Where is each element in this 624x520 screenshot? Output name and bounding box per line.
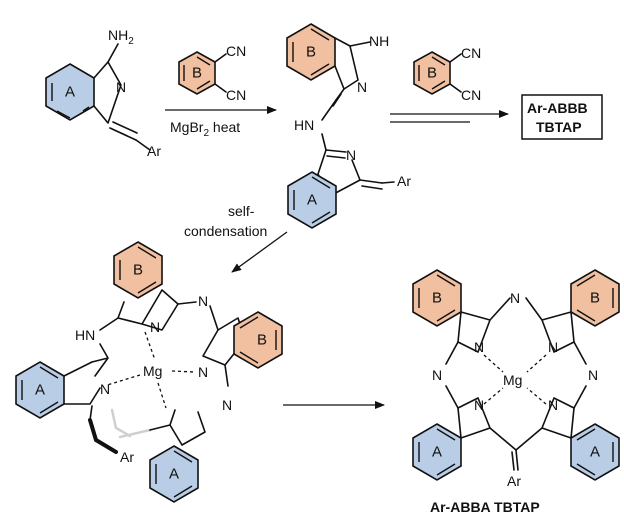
nh2-label: NH2 bbox=[108, 27, 134, 47]
reagent-condition: MgBr2 heat bbox=[170, 119, 240, 139]
n-label: N bbox=[222, 397, 232, 413]
n-label: N bbox=[346, 147, 356, 163]
self-condensation-arrow bbox=[231, 231, 288, 273]
mg-complex-intermediate: B HN N N B N N Mg A N Ar A bbox=[15, 241, 283, 503]
ring-b-label: B bbox=[306, 44, 316, 61]
nh-label: NH bbox=[369, 33, 389, 49]
ring-b-label: B bbox=[133, 262, 143, 279]
ring-a-hexagon bbox=[287, 171, 337, 229]
self-condensation-line2: condensation bbox=[184, 223, 267, 239]
n-label: N bbox=[116, 79, 126, 95]
cn-label: CN bbox=[226, 87, 246, 103]
product-abba-caption: Ar-ABBA TBTAP bbox=[430, 499, 540, 515]
intermediate-dimer: B NH N HN A N Ar bbox=[286, 23, 411, 229]
n-label: N bbox=[357, 79, 367, 95]
self-condensation-line1: self- bbox=[228, 203, 255, 219]
n-label: N bbox=[100, 381, 110, 397]
n-label: N bbox=[198, 364, 208, 380]
n-label: N bbox=[432, 367, 442, 383]
ring-a-label: A bbox=[590, 444, 600, 461]
ring-a-label: A bbox=[169, 466, 179, 483]
hn-label: HN bbox=[75, 327, 95, 343]
mg-label: Mg bbox=[503, 372, 522, 388]
n-label: N bbox=[150, 319, 160, 335]
n-label: N bbox=[198, 293, 208, 309]
n-label: N bbox=[548, 339, 558, 355]
ring-a-label: A bbox=[35, 382, 45, 399]
n-label: N bbox=[474, 339, 484, 355]
cn-label: CN bbox=[461, 87, 481, 103]
ar-label: Ar bbox=[120, 449, 134, 465]
reagent-phthalonitrile-1: B CN CN bbox=[178, 43, 246, 103]
ring-b-hexagon bbox=[233, 311, 283, 369]
n-label: N bbox=[588, 367, 598, 383]
reagent-phthalonitrile-2: B CN CN bbox=[413, 45, 481, 103]
product-abbb-line2: TBTAP bbox=[536, 119, 582, 135]
product-box-abbb: Ar-ABBB TBTAP bbox=[521, 94, 603, 140]
ring-b-hexagon bbox=[570, 269, 620, 327]
n-label: N bbox=[548, 397, 558, 413]
ring-a-hexagon bbox=[149, 445, 199, 503]
starting-isoindole: A NH2 N Ar bbox=[45, 27, 161, 159]
product-abbb-line1: Ar-ABBB bbox=[527, 100, 588, 116]
ring-a-label: A bbox=[307, 192, 317, 209]
ring-a-label: A bbox=[432, 444, 442, 461]
n-label: N bbox=[474, 397, 484, 413]
cn-label: CN bbox=[461, 45, 481, 61]
ring-a-label: A bbox=[65, 84, 75, 101]
ring-b-label: B bbox=[427, 65, 437, 82]
ring-b-hexagon bbox=[412, 269, 462, 327]
ring-b-label: B bbox=[590, 290, 600, 307]
final-product-abba: B B A A N N N N N N N Mg Ar Ar-ABBA TBTA… bbox=[412, 269, 620, 515]
ring-b-hexagon bbox=[113, 241, 163, 299]
n-label: N bbox=[510, 290, 520, 306]
ar-label: Ar bbox=[507, 473, 521, 489]
cn-label: CN bbox=[226, 43, 246, 59]
ar-label: Ar bbox=[147, 143, 161, 159]
hn-label: HN bbox=[294, 117, 314, 133]
ring-b-label: B bbox=[257, 332, 267, 349]
ring-b-label: B bbox=[432, 290, 442, 307]
ar-label: Ar bbox=[397, 173, 411, 189]
mg-label: Mg bbox=[143, 363, 162, 379]
ring-b-label: B bbox=[192, 65, 202, 82]
